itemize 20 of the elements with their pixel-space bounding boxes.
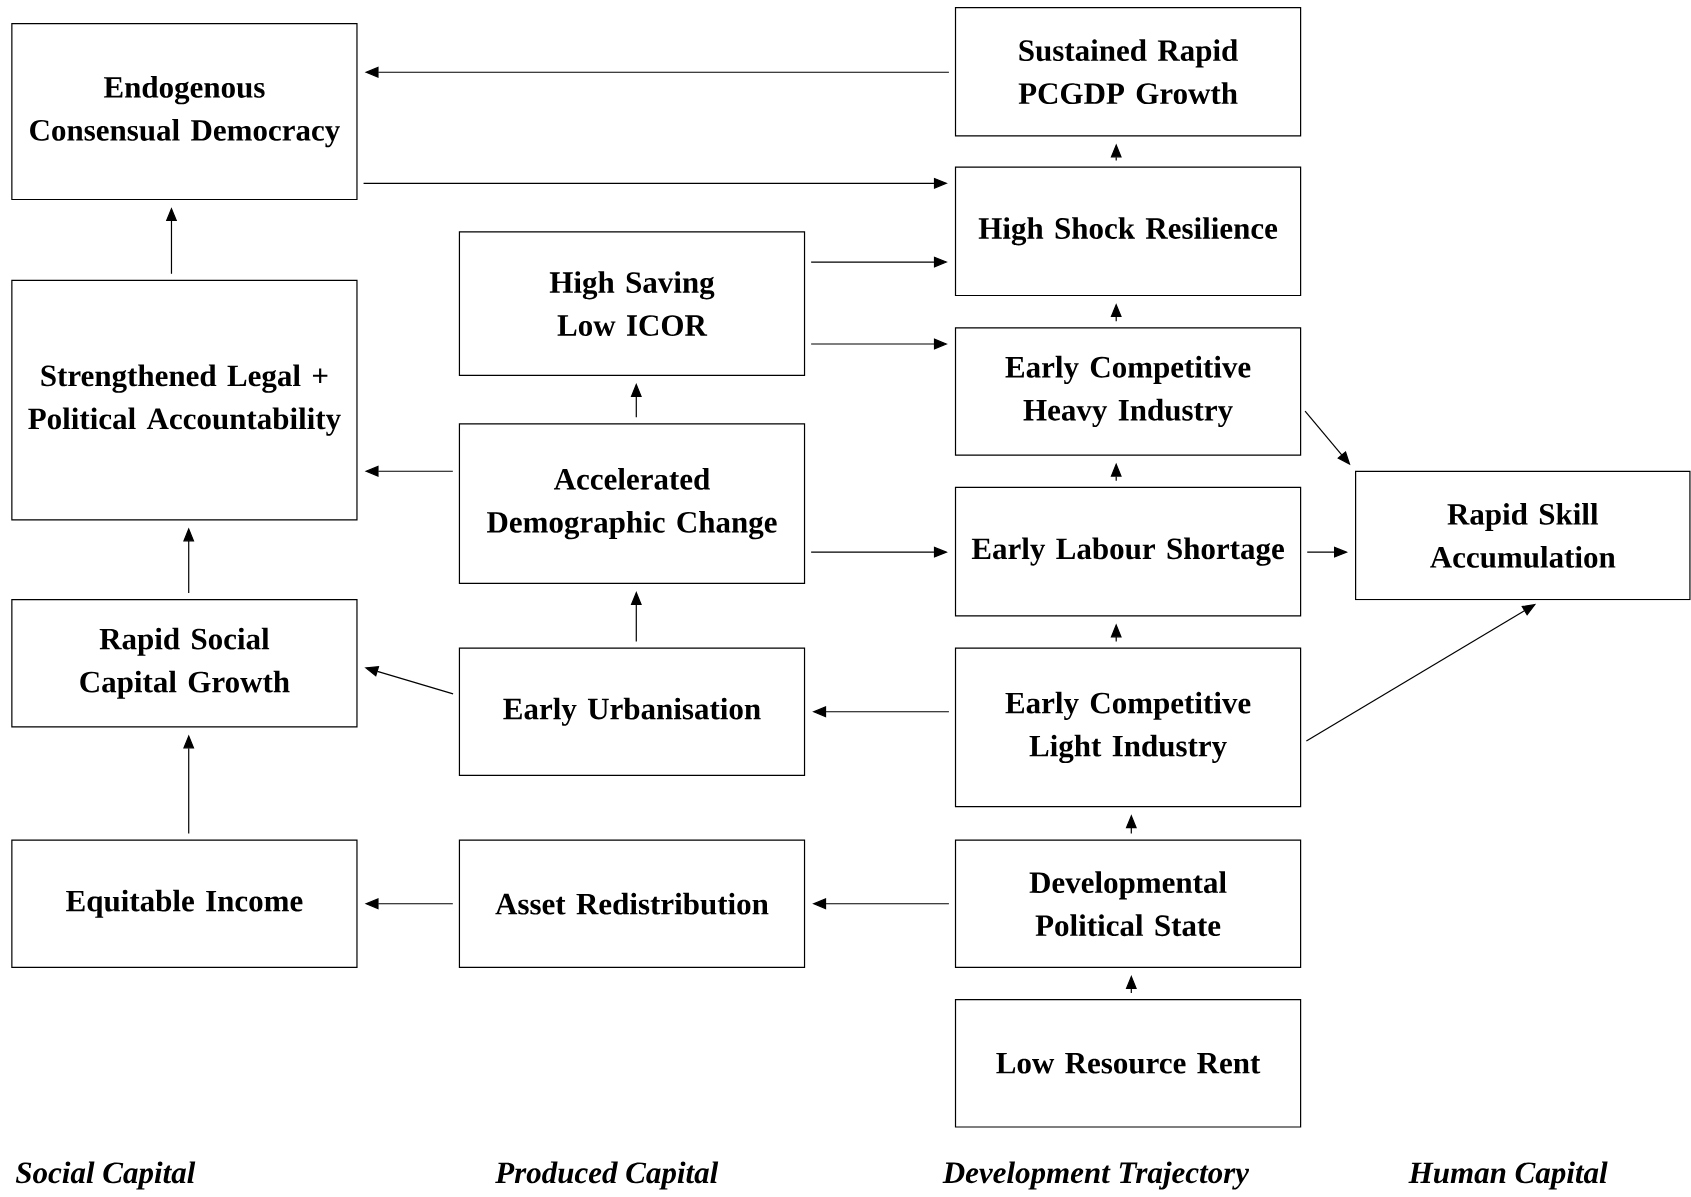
process-box: Developmental Political State bbox=[954, 839, 1302, 968]
process-box: High Shock Resilience bbox=[954, 166, 1302, 297]
process-box: Rapid Skill Accumulation bbox=[1355, 470, 1691, 601]
process-box: High Saving Low ICOR bbox=[458, 231, 806, 376]
column-label: Development Trajectory bbox=[942, 1161, 1250, 1190]
process-box: Early Competitive Light Industry bbox=[954, 647, 1302, 808]
process-box: Rapid Social Capital Growth bbox=[11, 599, 358, 728]
column-label: Produced Capital bbox=[495, 1161, 719, 1190]
process-box: Accelerated Demographic Change bbox=[458, 423, 806, 585]
process-box: Equitable Income bbox=[11, 839, 358, 968]
process-box: Early Labour Shortage bbox=[954, 486, 1302, 617]
process-box: Sustained Rapid PCGDP Growth bbox=[954, 6, 1302, 137]
process-box: Strengthened Legal + Political Accountability bbox=[11, 279, 358, 521]
process-box: Early Competitive Heavy Industry bbox=[954, 327, 1302, 456]
column-label: Human Capital bbox=[1408, 1161, 1608, 1190]
process-box: Low Resource Rent bbox=[954, 999, 1302, 1128]
process-box: Asset Redistribution bbox=[458, 839, 806, 968]
process-box: Early Urbanisation bbox=[458, 647, 806, 776]
process-box: Endogenous Consensual Democracy bbox=[11, 23, 358, 201]
column-label: Social Capital bbox=[15, 1161, 196, 1190]
